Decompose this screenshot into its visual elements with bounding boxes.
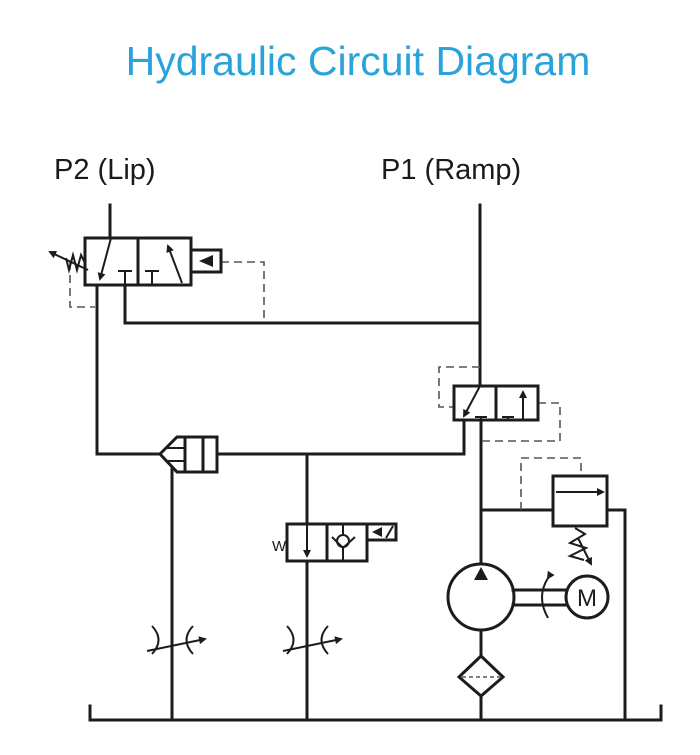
lip-flow-control-valve[interactable]	[146, 625, 207, 655]
diagram-title: Hydraulic Circuit Diagram	[125, 38, 591, 84]
main-lines	[95, 203, 627, 722]
relief-valve-pilot	[520, 457, 582, 510]
port-p1-id: P1	[381, 154, 417, 186]
rotation-arrow-icon	[541, 570, 555, 619]
lip-to-shuttle-line	[95, 283, 162, 456]
electric-motor[interactable]: M	[564, 574, 610, 620]
lip-tank-return-line	[123, 283, 482, 325]
adjustable-spring-icon	[567, 527, 589, 561]
pump-direction-icon	[474, 567, 488, 580]
pilot-lines	[69, 261, 582, 510]
lip-valve-solenoid-pilot	[221, 261, 265, 323]
relief-valve-body	[551, 474, 609, 528]
port-p2-id: P2	[54, 154, 90, 186]
adjustable-spring-icon	[65, 251, 86, 274]
motor-shaft	[511, 570, 568, 619]
pump-body	[446, 562, 516, 632]
flow-arrow-icon	[97, 237, 112, 281]
adjust-arrow-icon	[282, 636, 343, 652]
port-p1-name: (Ramp)	[424, 154, 522, 186]
flow-arrow-icon	[463, 385, 481, 418]
shuttle-to-ramp-valve-line	[215, 418, 466, 456]
hydraulic-pump[interactable]	[446, 562, 516, 632]
lip-directional-valve[interactable]	[48, 236, 223, 287]
shuttle-valve[interactable]	[157, 435, 219, 474]
flow-arrow-icon	[166, 244, 183, 284]
reservoir-tank[interactable]	[88, 704, 663, 722]
motor-symbol: M	[577, 585, 597, 612]
motor-body	[564, 574, 610, 620]
solenoid-check-valve[interactable]: W	[272, 522, 398, 563]
ramp-valve-pilot-right	[481, 402, 561, 442]
relief-valve[interactable]	[551, 474, 609, 566]
ramp-directional-valve[interactable]	[452, 384, 540, 422]
port-p2-name: (Lip)	[97, 154, 156, 186]
port-p2-label: P2 (Lip)	[54, 154, 156, 187]
ramp-flow-control-valve[interactable]	[282, 625, 343, 655]
suction-filter[interactable]	[456, 653, 506, 698]
lip-valve-spring-pilot	[69, 262, 95, 308]
port-p1-label: P1 (Ramp)	[381, 154, 521, 187]
spring-symbol: W	[272, 538, 287, 555]
ramp-valve-pilot-top	[438, 366, 480, 408]
relief-tank-line	[605, 508, 627, 722]
adjust-arrow-icon	[146, 636, 207, 652]
